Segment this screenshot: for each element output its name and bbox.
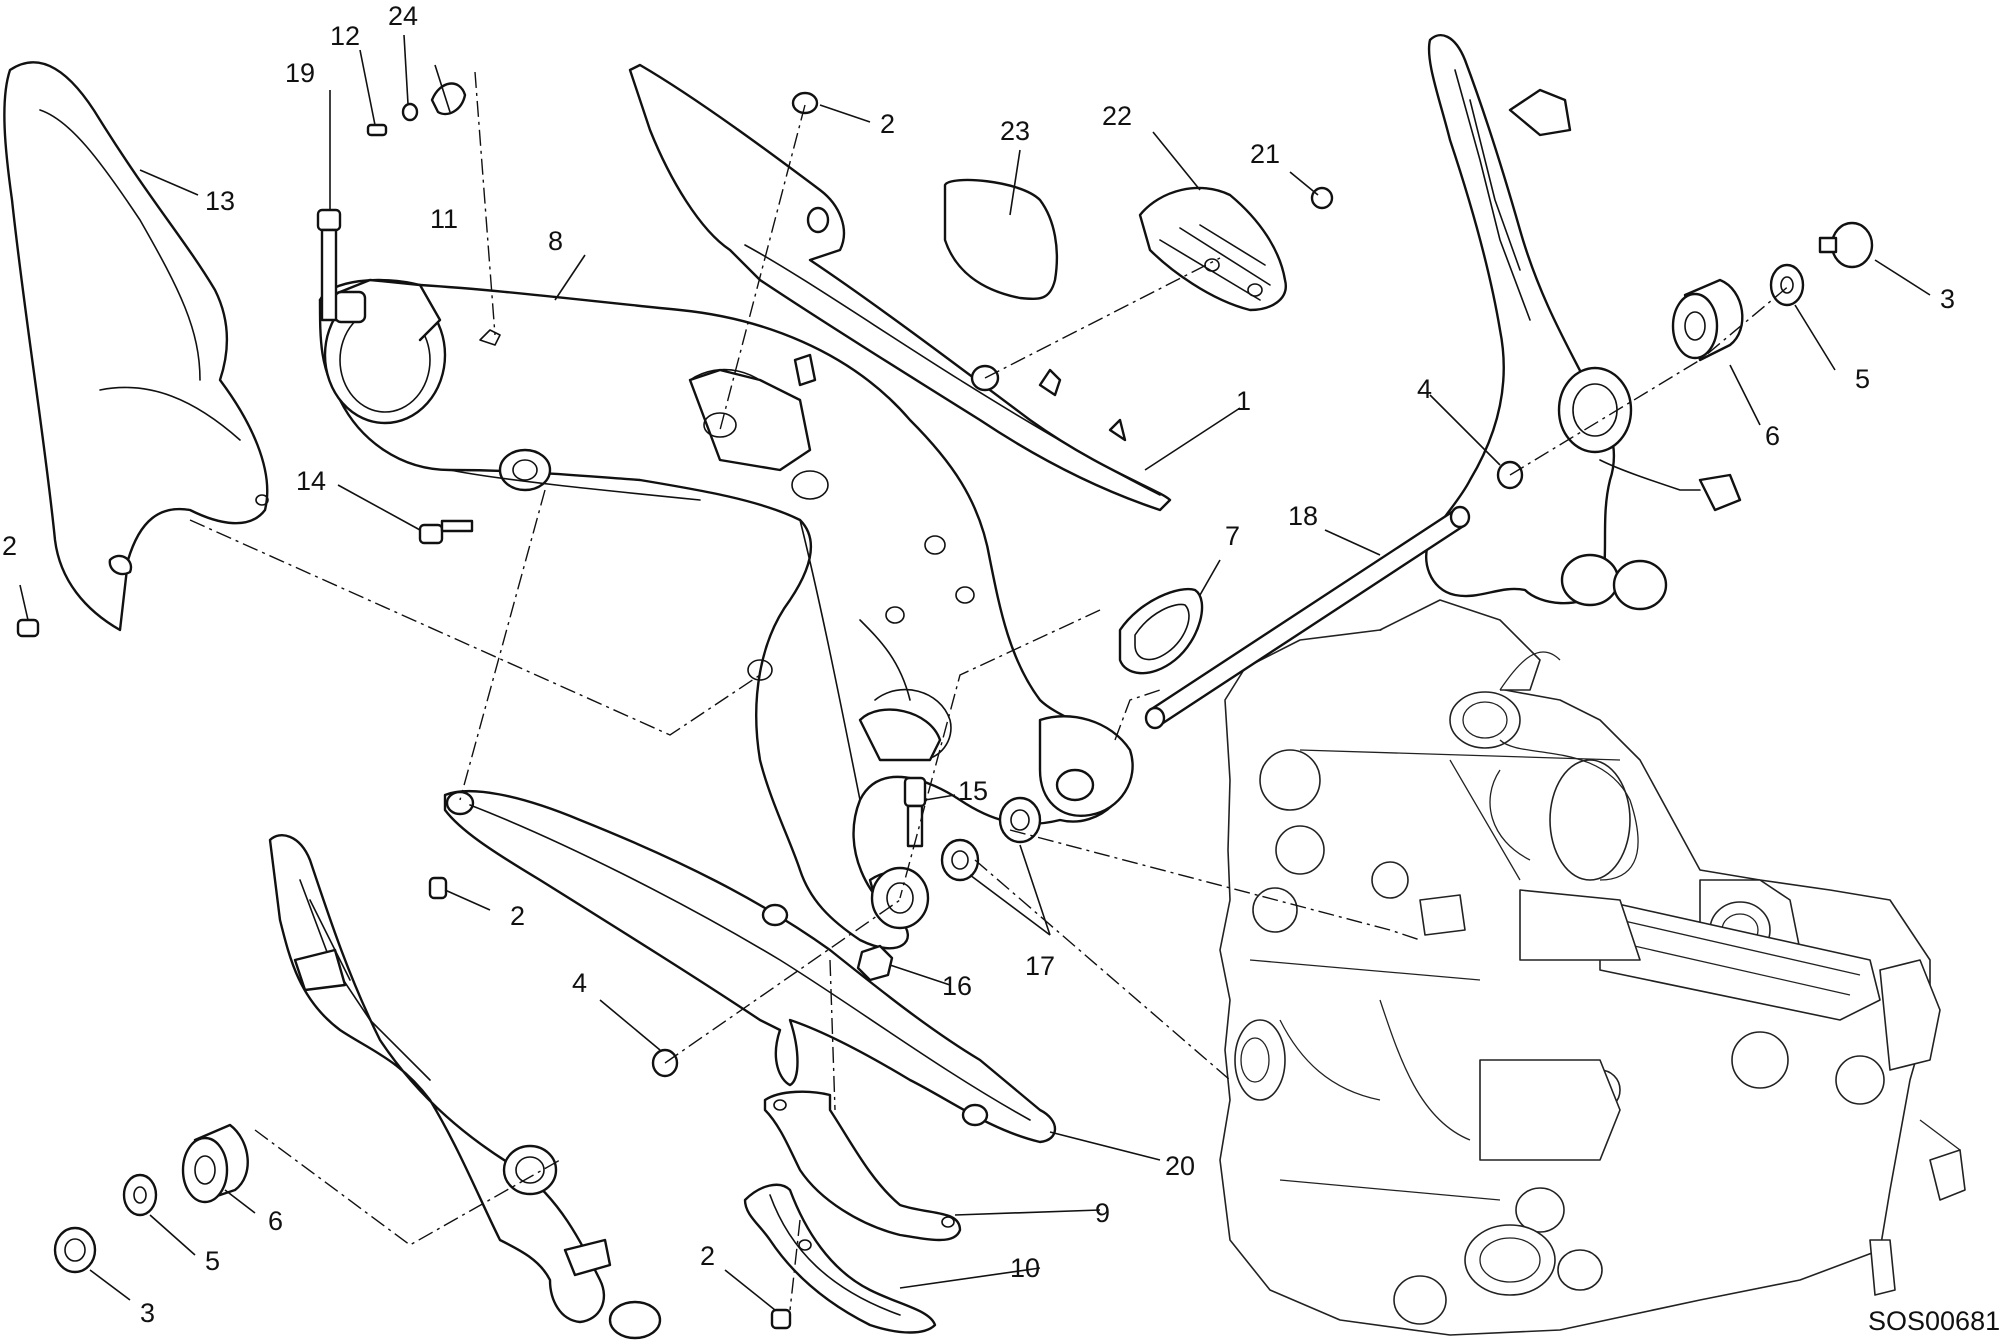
callout-12: 12: [330, 21, 360, 51]
chain-guard-upper: [628, 63, 1172, 512]
callout-2-left: 2: [2, 531, 17, 561]
callout-6-left: 6: [268, 1206, 283, 1236]
footpeg-bracket-left: [268, 834, 662, 1340]
callout-6-right: 6: [1765, 421, 1780, 451]
assembly-centerlines: [189, 71, 1791, 1311]
callout-4-right: 4: [1417, 374, 1432, 404]
callout-5-right: 5: [1855, 364, 1870, 394]
callout-2-upper: 2: [880, 109, 895, 139]
engine-block: [1219, 599, 1966, 1336]
leader-lines: [19, 34, 1931, 1311]
callout-3-right: 3: [1940, 284, 1955, 314]
callout-10: 10: [1010, 1253, 1040, 1283]
gasket-part-7: [1118, 587, 1204, 675]
chain-guard-lower: [443, 789, 1057, 1144]
callout-2-bottom: 2: [700, 1241, 715, 1271]
callout-14: 14: [296, 466, 326, 496]
callout-24: 24: [388, 1, 418, 31]
callout-19: 19: [285, 58, 315, 88]
swingarm: [318, 278, 1134, 950]
callout-18: 18: [1288, 501, 1318, 531]
rear-mudguard: [3, 61, 269, 632]
callout-23: 23: [1000, 116, 1030, 146]
callout-7: 7: [1225, 521, 1240, 551]
callout-1: 1: [1236, 386, 1251, 416]
callout-11: 11: [430, 204, 458, 234]
cover-part-10: [743, 1183, 937, 1334]
callout-15: 15: [958, 776, 988, 806]
cover-part-22: [1138, 186, 1287, 312]
callout-4-left: 4: [572, 968, 587, 998]
callout-8: 8: [548, 226, 563, 256]
pivot-shaft: [1144, 505, 1471, 730]
callout-13: 13: [205, 186, 235, 216]
footpeg-bracket-right: [1425, 34, 1742, 611]
callout-22: 22: [1102, 101, 1132, 131]
callout-2-middle: 2: [510, 901, 525, 931]
callout-9: 9: [1095, 1198, 1110, 1228]
sticker-part-23: [943, 178, 1058, 301]
cover-part-9: [763, 1090, 962, 1242]
callout-21: 21: [1250, 139, 1280, 169]
callout-20: 20: [1165, 1151, 1195, 1181]
callout-5-left: 5: [205, 1246, 220, 1276]
callout-16: 16: [942, 971, 972, 1001]
drawing-code: SOS00681: [1868, 1306, 2000, 1336]
callout-17: 17: [1025, 951, 1055, 981]
callout-3-left: 3: [140, 1298, 155, 1328]
